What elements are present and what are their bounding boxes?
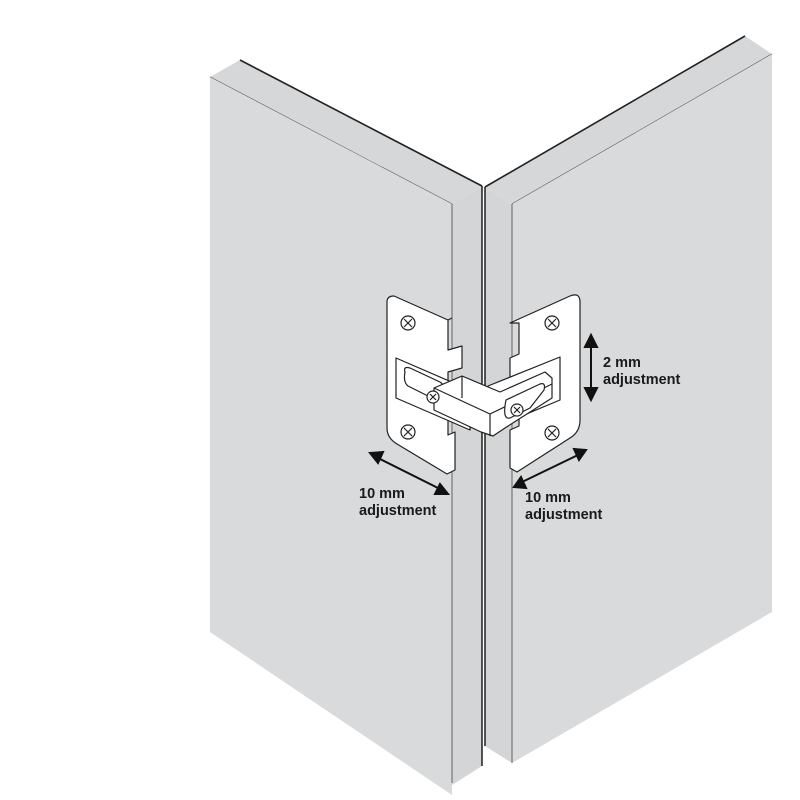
- right-adjustment-amount: 10 mm: [525, 490, 571, 506]
- left-adjustment-amount: 10 mm: [359, 486, 405, 502]
- hinge: [386, 294, 581, 475]
- screw-icon: [544, 315, 560, 331]
- hinge-arm: [433, 371, 553, 437]
- right-adjustment-label: 10 mm adjustment: [525, 490, 602, 524]
- left-horizontal-adjustment-arrow-icon: [368, 450, 451, 495]
- vertical-adjustment-text: adjustment: [603, 372, 681, 388]
- right-adjustment-text: adjustment: [525, 507, 603, 523]
- vertical-adjustment-label: 2 mm adjustment: [603, 355, 680, 389]
- screw-icon: [426, 390, 440, 404]
- left-door-panel: [209, 59, 483, 795]
- vertical-adjustment-arrow-icon: [583, 332, 599, 403]
- screw-icon: [400, 315, 416, 331]
- screw-icon: [400, 424, 416, 440]
- vertical-adjustment-amount: 2 mm: [603, 355, 641, 371]
- left-adjustment-label: 10 mm adjustment: [359, 486, 436, 520]
- right-horizontal-adjustment-arrow-icon: [512, 447, 588, 490]
- screw-icon: [544, 425, 560, 441]
- right-door-panel: [484, 35, 773, 763]
- left-adjustment-text: adjustment: [359, 503, 437, 519]
- screw-icon: [510, 403, 524, 417]
